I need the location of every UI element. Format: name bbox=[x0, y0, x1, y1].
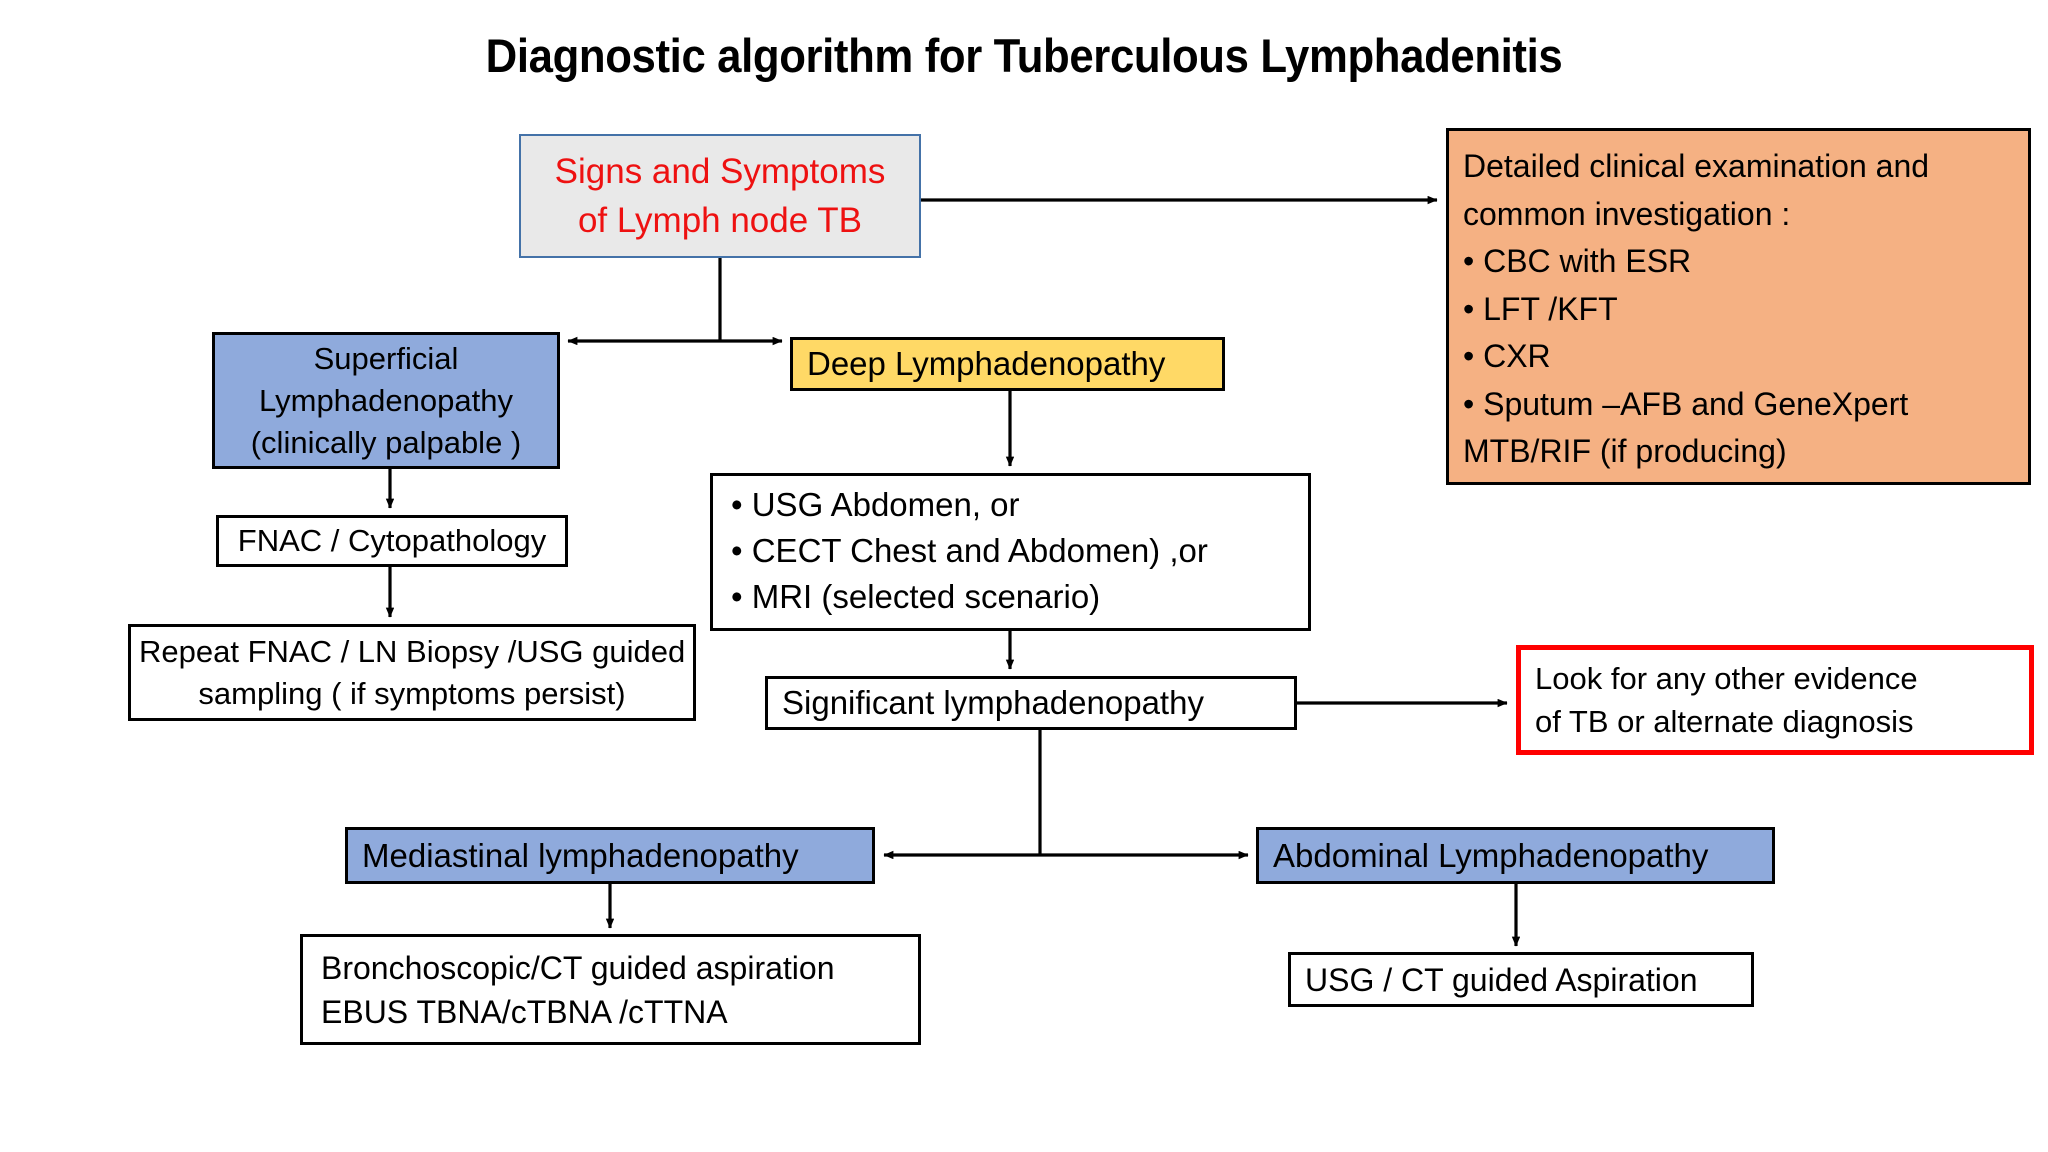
node-broncho-line-1: Bronchoscopic/CT guided aspiration bbox=[321, 949, 835, 986]
node-bronchoscopic-aspiration[interactable]: Bronchoscopic/CT guided aspiration EBUS … bbox=[300, 934, 921, 1045]
page-title: Diagnostic algorithm for Tuberculous Lym… bbox=[485, 29, 1563, 82]
node-detailed-bullet-1: • CBC with ESR bbox=[1463, 243, 1692, 279]
node-imaging-bullet-3: • MRI (selected scenario) bbox=[731, 578, 1101, 615]
node-fnac-cytopathology[interactable]: FNAC / Cytopathology bbox=[216, 515, 568, 567]
node-signs-line-2: of Lymph node TB bbox=[577, 201, 863, 240]
node-broncho-line-2: EBUS TBNA/cTBNA /cTTNA bbox=[321, 993, 728, 1030]
node-superficial-line-3: (clinically palpable ) bbox=[250, 424, 522, 460]
node-detailed-bullet-4: • Sputum –AFB and GeneXpert bbox=[1463, 385, 1909, 422]
node-imaging-bullet-2: • CECT Chest and Abdomen) ,or bbox=[731, 532, 1208, 569]
node-usg-ct-guided-aspiration[interactable]: USG / CT guided Aspiration bbox=[1288, 952, 1754, 1007]
node-detailed-bullet-3: • CXR bbox=[1463, 338, 1551, 374]
node-mediastinal-lymphadenopathy[interactable]: Mediastinal lymphadenopathy bbox=[345, 827, 875, 884]
node-repeat-line-1: Repeat FNAC / LN Biopsy /USG guided bbox=[139, 633, 686, 669]
node-detailed-line-1: Detailed clinical examination and bbox=[1463, 148, 1930, 184]
node-repeat-line-2: sampling ( if symptoms persist) bbox=[198, 675, 626, 711]
node-superficial-line-1: Superficial bbox=[313, 340, 459, 376]
node-detailed-line-2: common investigation : bbox=[1463, 195, 1791, 232]
node-deep-label: Deep Lymphadenopathy bbox=[807, 345, 1166, 382]
node-repeat-fnac[interactable]: Repeat FNAC / LN Biopsy /USG guided samp… bbox=[128, 624, 696, 721]
node-detailed-line-last: MTB/RIF (if producing) bbox=[1463, 433, 1787, 469]
node-abdominal-label: Abdominal Lymphadenopathy bbox=[1273, 836, 1709, 874]
node-signs-and-symptoms[interactable]: Signs and Symptoms of Lymph node TB bbox=[519, 134, 921, 258]
node-usgct-label: USG / CT guided Aspiration bbox=[1305, 961, 1698, 998]
node-detailed-bullet-2: • LFT /KFT bbox=[1463, 290, 1618, 327]
node-significant-lymphadenopathy[interactable]: Significant lymphadenopathy bbox=[765, 676, 1297, 730]
node-superficial-lymphadenopathy[interactable]: Superficial Lymphadenopathy (clinically … bbox=[212, 332, 560, 469]
node-imaging-options[interactable]: • USG Abdomen, or • CECT Chest and Abdom… bbox=[710, 473, 1311, 631]
node-signs-line-1: Signs and Symptoms bbox=[554, 152, 886, 191]
node-lookfor-line-1: Look for any other evidence bbox=[1535, 661, 1918, 696]
node-significant-label: Significant lymphadenopathy bbox=[782, 684, 1204, 721]
node-lookfor-line-2: of TB or alternate diagnosis bbox=[1535, 704, 1914, 739]
node-imaging-bullet-1: • USG Abdomen, or bbox=[731, 486, 1020, 523]
node-mediastinal-label: Mediastinal lymphadenopathy bbox=[362, 836, 799, 874]
node-fnac-label: FNAC / Cytopathology bbox=[237, 523, 547, 558]
node-detailed-clinical-examination[interactable]: Detailed clinical examination and common… bbox=[1446, 128, 2031, 485]
node-abdominal-lymphadenopathy[interactable]: Abdominal Lymphadenopathy bbox=[1256, 827, 1775, 884]
node-deep-lymphadenopathy[interactable]: Deep Lymphadenopathy bbox=[790, 337, 1225, 391]
node-superficial-line-2: Lymphadenopathy bbox=[259, 382, 513, 418]
node-look-for-other-evidence[interactable]: Look for any other evidence of TB or alt… bbox=[1516, 645, 2034, 755]
